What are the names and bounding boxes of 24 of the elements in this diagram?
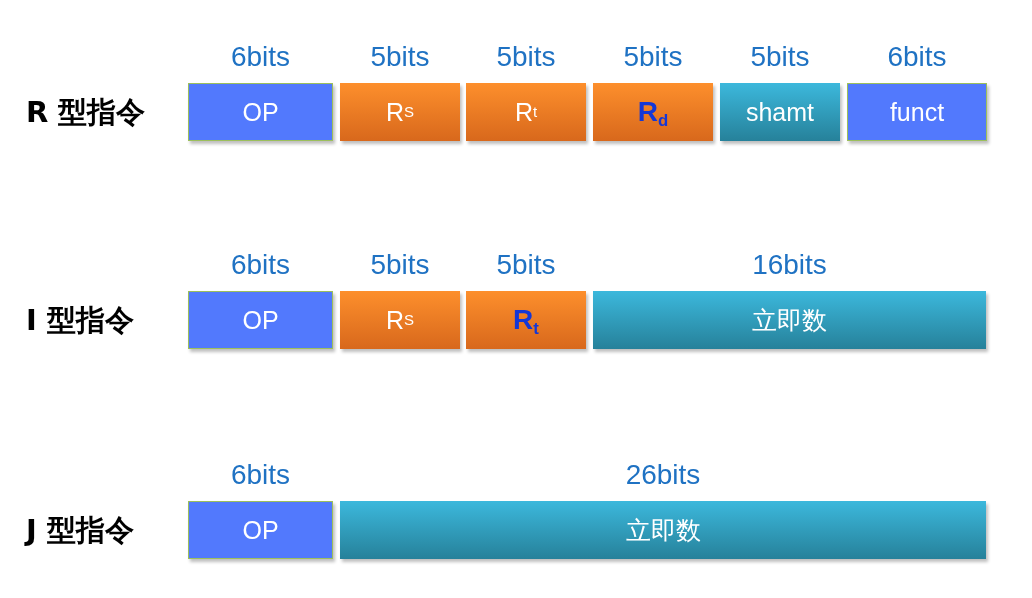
format-label: R 型指令 [26, 94, 146, 131]
field-box: R$_{t}$ [466, 291, 586, 349]
field-box: funct [847, 83, 987, 141]
bit-width-label: 6bits [229, 41, 292, 73]
field-box: shamt [720, 83, 840, 141]
format-label: I 型指令 [26, 302, 134, 339]
field-box: 立即数 [340, 501, 986, 559]
field-box: R$_{d}$ [593, 83, 713, 141]
bit-width-label: 6bits [886, 41, 948, 73]
bit-width-label: 5bits [369, 41, 431, 73]
bit-width-label: 6bits [229, 459, 292, 491]
field-box: OP [188, 501, 333, 559]
bit-width-label: 26bits [624, 459, 702, 491]
bit-width-label: 5bits [495, 249, 557, 281]
field-box: OP [188, 83, 333, 141]
field-box: OP [188, 291, 333, 349]
bit-width-label: 6bits [229, 249, 292, 281]
bit-width-label: 5bits [622, 41, 684, 73]
bit-width-label: 16bits [751, 249, 828, 281]
bit-width-label: 5bits [749, 41, 811, 73]
bit-width-label: 5bits [495, 41, 557, 73]
format-label: J 型指令 [26, 512, 134, 549]
field-box: 立即数 [593, 291, 986, 349]
bit-width-label: 5bits [369, 249, 431, 281]
